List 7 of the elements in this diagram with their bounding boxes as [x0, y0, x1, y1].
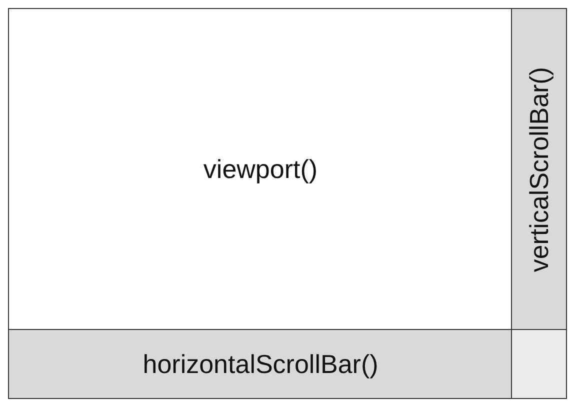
panel-label: verticalScrollBar()	[524, 66, 554, 272]
panel-label: viewport()	[203, 154, 318, 185]
viewport-panel	[8, 8, 513, 331]
horizontal-scrollbar-panel	[8, 329, 513, 399]
corner-panel	[511, 329, 567, 399]
panel-label: horizontalScrollBar()	[142, 348, 378, 380]
vertical-scrollbar-panel	[511, 8, 567, 331]
